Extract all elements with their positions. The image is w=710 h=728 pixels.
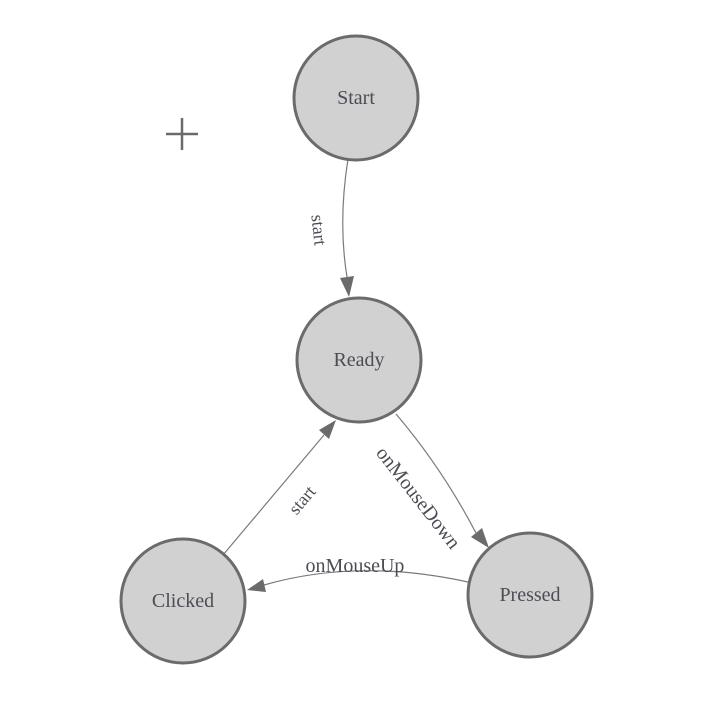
state-node-start[interactable]: Start: [292, 34, 420, 162]
edge-label-onmouseup: onMouseUp: [306, 555, 405, 577]
arrowhead: [471, 528, 489, 548]
node-circle[interactable]: [119, 537, 247, 665]
edge-label-onmousedown: onMouseDown: [371, 443, 464, 554]
state-node-clicked[interactable]: Clicked: [119, 537, 247, 665]
edge-ready-to-pressed[interactable]: onMouseDown: [371, 413, 489, 554]
edge-line[interactable]: [395, 413, 477, 534]
edge-start-to-ready[interactable]: start: [307, 158, 354, 297]
edge-line[interactable]: [263, 570, 469, 586]
node-label-clicked: Clicked: [152, 590, 214, 612]
edge-label-start-1: start: [307, 214, 330, 247]
edge-label-start-2: start: [284, 482, 319, 519]
node-circle[interactable]: [292, 34, 420, 162]
state-node-ready[interactable]: Ready: [295, 296, 423, 424]
edge-line[interactable]: [222, 434, 325, 556]
crosshair-cursor-icon: [166, 118, 198, 150]
edge-line[interactable]: [342, 158, 349, 278]
edge-pressed-to-clicked[interactable]: onMouseUp: [247, 555, 469, 592]
state-node-pressed[interactable]: Pressed: [466, 531, 594, 659]
node-circle[interactable]: [466, 531, 594, 659]
node-label-start: Start: [337, 87, 375, 109]
node-label-ready: Ready: [333, 349, 384, 371]
node-circle[interactable]: [295, 296, 423, 424]
arrowhead: [247, 579, 266, 592]
arrowhead: [340, 276, 354, 297]
edge-clicked-to-ready[interactable]: start: [222, 420, 336, 556]
node-label-pressed: Pressed: [499, 584, 560, 606]
arrowhead: [319, 420, 336, 439]
